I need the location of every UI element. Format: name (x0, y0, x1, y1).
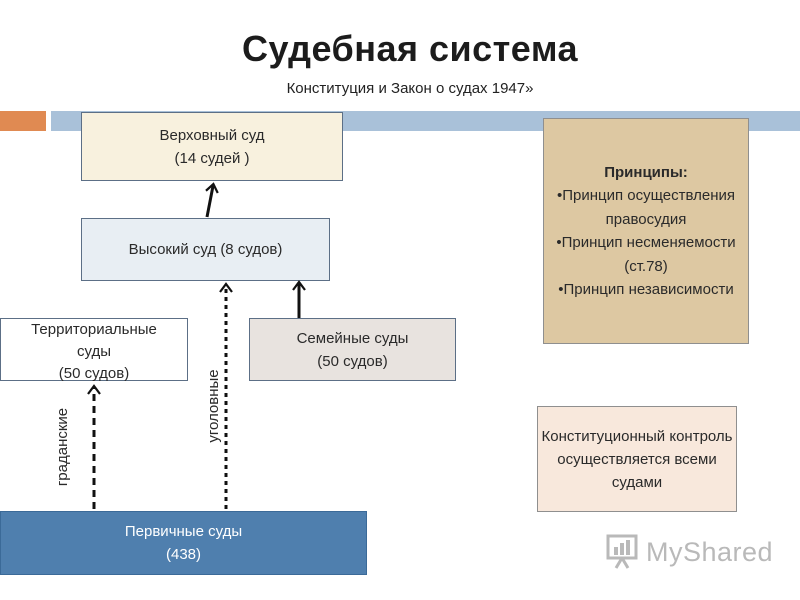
principle-item: •Принцип несменяемости (ст.78) (556, 234, 736, 275)
watermark: MyShared (606, 534, 773, 570)
territorial-courts-name-1: Территориальные (31, 320, 157, 338)
family-courts-count: (50 судов) (317, 352, 388, 370)
civil-branch-label: граданские (54, 407, 71, 487)
family-courts-box: Семейные суды (50 судов) (249, 318, 456, 381)
territorial-courts-box: Территориальные суды (50 судов) (0, 318, 188, 382)
supreme-court-count: (14 судей ) (174, 149, 250, 167)
accent-bar-orange (0, 111, 46, 131)
supreme-court-box: Верховный суд (14 судей ) (81, 112, 343, 181)
arrow-high-to-supreme (205, 182, 219, 218)
high-court-box: Высокий суд (8 судов) (81, 218, 330, 281)
primary-courts-count: (438) (165, 546, 202, 563)
watermark-text: MyShared (646, 536, 774, 567)
criminal-branch-label: уголовные (205, 369, 222, 443)
principle-item: •Принцип осуществления правосудия (556, 187, 736, 228)
supreme-court-name: Верховный суд (159, 126, 265, 144)
principle-item: •Принцип независимости (558, 281, 734, 298)
territorial-courts-name-2: суды (76, 342, 112, 360)
principles-box: Принципы: •Принцип осуществления правосу… (543, 118, 749, 344)
principles-title: Принципы: (604, 163, 688, 181)
family-courts-name: Семейные суды (296, 329, 409, 347)
presentation-board-icon (606, 534, 638, 569)
primary-courts-name: Первичные суды (124, 523, 243, 540)
primary-courts-box: Первичные суды (438) (0, 511, 367, 575)
high-court-label: Высокий суд (8 судов) (128, 241, 283, 258)
constitutional-control-box: Конституционный контроль осуществляется … (537, 406, 737, 512)
constitutional-control-text: Конституционный контроль осуществляется … (541, 427, 733, 491)
territorial-courts-count: (50 судов) (58, 364, 130, 382)
page-subtitle: Конституция и Закон о судах 1947» (286, 80, 534, 97)
page-title: Судебная система (241, 28, 579, 69)
